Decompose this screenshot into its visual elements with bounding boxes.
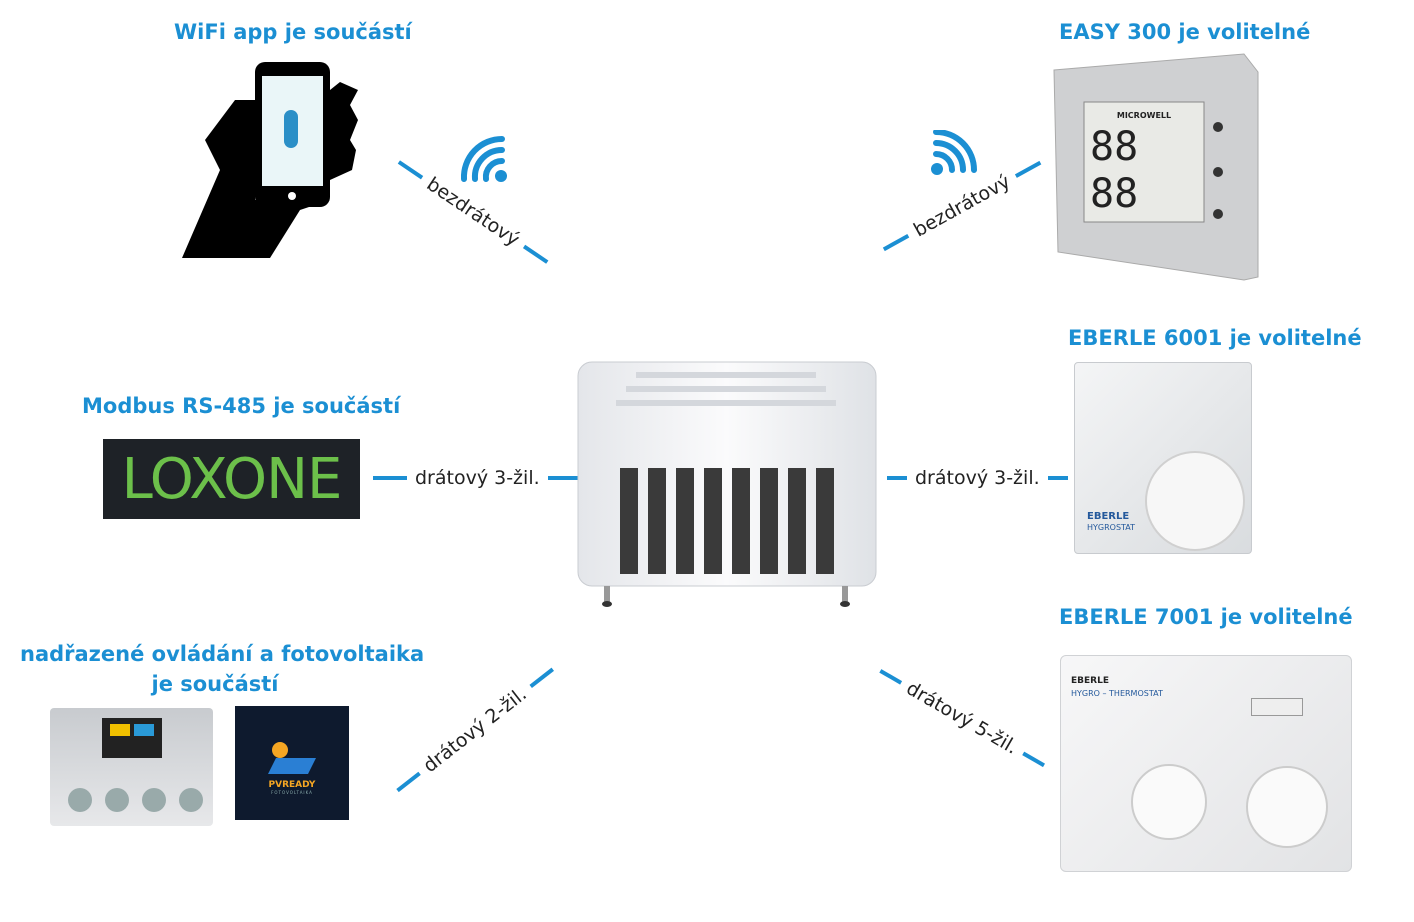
connector-label: drátový 3-žil. [415, 467, 540, 489]
grille-slot [732, 468, 750, 574]
loxone-logo-text: LOXONE [121, 446, 343, 512]
connector-label: drátový 3-žil. [915, 467, 1040, 489]
eberle7001-image: EBERLE HYGRO – THERMOSTAT [1060, 655, 1352, 872]
eberle-brand: EBERLE [1087, 511, 1130, 522]
line [1047, 476, 1068, 480]
grille-slot [704, 468, 722, 574]
humidity-dial [1145, 451, 1245, 551]
pvready-sub: FOTOVOLTAIKA [271, 790, 313, 795]
line [396, 771, 421, 793]
upper-control-title-line2: je součástí [151, 672, 279, 696]
eberle7001-sub: HYGRO – THERMOSTAT [1071, 689, 1163, 698]
temperature-dial [1246, 766, 1328, 848]
eberle6001-sub: HYGROSTAT [1087, 523, 1136, 532]
solar-panel-icon [268, 742, 316, 774]
eberle7001-brand: EBERLE [1071, 676, 1109, 686]
power-switch [1251, 698, 1303, 716]
line [373, 476, 407, 480]
easy-brand: MICROWELL [1117, 111, 1171, 120]
eberle6001-title: EBERLE 6001 je volitelné [1068, 326, 1362, 350]
connector-label: drátový 5-žil. [902, 677, 1022, 759]
line [1014, 160, 1042, 178]
line [879, 669, 903, 685]
line [547, 476, 582, 480]
grille-slot [648, 468, 666, 574]
eberle7001-title: EBERLE 7001 je volitelné [1059, 605, 1353, 629]
easy300-title: EASY 300 je volitelné [1059, 20, 1311, 44]
phone-hand-image [182, 62, 358, 258]
line [882, 234, 910, 252]
humidity-dial [1131, 764, 1207, 840]
wifi-app-title: WiFi app je součástí [174, 20, 412, 44]
connector-upper-control: drátový 2-žil. [391, 661, 559, 799]
eberle6001-image: EBERLE HYGROSTAT [1074, 362, 1252, 554]
line [1021, 751, 1045, 767]
wifi-icon-left [460, 135, 507, 182]
line [522, 244, 549, 264]
svg-text:88: 88 [1090, 124, 1138, 170]
line [397, 160, 424, 180]
control-unit-image [50, 708, 213, 826]
grille-slot [816, 468, 834, 574]
upper-control-title-line1: nadřazené ovládání a fotovoltaika [20, 642, 425, 666]
grille-slot [676, 468, 694, 574]
loxone-logo: LOXONE [103, 439, 360, 519]
modbus-title: Modbus RS-485 je součástí [82, 394, 401, 418]
connector-label: drátový 2-žil. [419, 682, 531, 778]
line [887, 476, 907, 480]
pvready-text: PVREADY [268, 780, 316, 790]
line [529, 667, 554, 689]
grille-slot [760, 468, 778, 574]
connector-eberle6001: drátový 3-žil. [887, 467, 1068, 489]
upper-control-title: nadřazené ovládání a fotovoltaika je sou… [20, 639, 425, 699]
grille-slot [788, 468, 806, 574]
connector-eberle7001: drátový 5-žil. [875, 661, 1049, 774]
connector-modbus: drátový 3-žil. [373, 467, 582, 489]
control-unit-display [102, 718, 162, 758]
wifi-icon-right [931, 130, 977, 175]
dehumidifier-image [577, 361, 877, 607]
pvready-logo: PVREADY FOTOVOLTAIKA [235, 706, 349, 820]
grille-slot [620, 468, 638, 574]
easy300-image: MICROWELL 88 88 [1053, 53, 1259, 281]
svg-text:88: 88 [1090, 171, 1138, 217]
